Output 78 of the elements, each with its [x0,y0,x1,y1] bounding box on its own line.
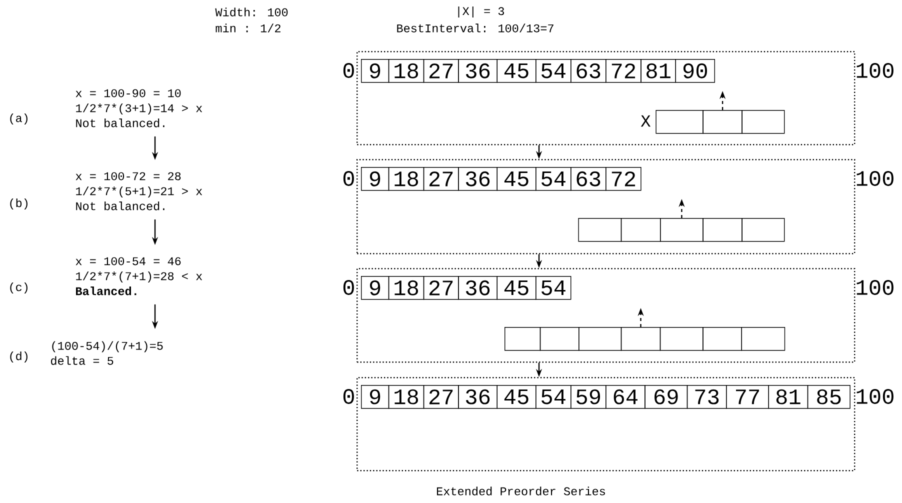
empty-cell [620,327,661,351]
number-cell: 77 [726,385,769,409]
empty-cell [578,327,622,351]
dotted-frame [356,51,856,146]
number-cell: 9 [361,167,390,191]
empty-cell [504,327,541,351]
dotted-frame [356,268,856,363]
number-cell: 63 [570,59,606,83]
scale-label: 100 [856,63,894,78]
scale-label: 0 [343,171,354,186]
number-cell: 64 [606,385,646,409]
number-cell: 9 [361,59,390,83]
scale-label: 100 [856,389,894,404]
header-text: BestInterval: 100/13=7 [397,24,554,32]
number-cell: 27 [423,167,459,191]
dotted-frame [356,159,856,254]
empty-cell [660,327,704,351]
empty-cell [540,327,580,351]
step-text: x = 100-54 = 46 1/2*7*(7+1)=28 < x Balanced. [76,257,202,296]
number-cell: 27 [423,59,459,83]
number-cell: 72 [606,167,642,191]
empty-cell [742,110,785,134]
step-text: x = 100-72 = 28 1/2*7*(5+1)=21 > x Not balanced. [76,172,202,210]
number-cell: 54 [536,59,572,83]
header-text: min : 1/2 [216,24,280,32]
empty-cell [702,218,742,242]
number-cell: 81 [640,59,676,83]
number-cell: 45 [496,385,536,409]
number-cell: 45 [496,276,536,300]
number-cell: 81 [768,385,808,409]
step-text: (100-54)/(7+1)=5 delta = 5 [51,341,163,365]
empty-cell [702,327,742,351]
header-text: |X| = 3 [458,6,504,18]
number-cell: 9 [361,276,390,300]
number-cell: 63 [570,167,606,191]
number-cell: 73 [686,385,727,409]
number-cell: 36 [458,59,498,83]
number-cell: 18 [388,276,424,300]
number-cell: 45 [496,167,536,191]
number-cell: 36 [458,385,498,409]
number-cell: 27 [423,276,459,300]
header-text: Width: 100 [215,8,288,16]
number-cell: 18 [388,385,424,409]
scale-label: 100 [856,280,894,295]
number-cell: 59 [570,385,606,409]
number-cell: 54 [536,385,572,409]
number-cell: 90 [675,59,715,83]
scale-label: 0 [343,280,354,295]
empty-cell [742,218,785,242]
number-cell: 9 [361,385,390,409]
number-cell: 18 [388,167,424,191]
number-cell: 54 [536,276,572,300]
step-label: (c) [10,282,28,294]
empty-cell [702,110,742,134]
number-cell: 18 [388,59,424,83]
number-cell: 69 [644,385,688,409]
caption: Extended Preorder Series [436,486,605,496]
step-label: (a) [10,114,28,124]
empty-cell [620,218,661,242]
scale-label: 0 [343,63,354,78]
number-cell: 36 [458,276,498,300]
number-cell: 45 [496,59,536,83]
number-cell: 27 [423,385,459,409]
scale-label: 100 [856,171,894,186]
empty-cell [656,110,704,134]
number-cell: 54 [536,167,572,191]
number-cell: 72 [606,59,642,83]
number-cell: 36 [458,167,498,191]
empty-cell [660,218,704,242]
step-text: x = 100-90 = 10 1/2*7*(3+1)=14 > x Not balanced. [76,89,202,128]
dotted-frame [356,377,856,472]
empty-cell [578,218,622,242]
step-label: (b) [10,198,28,210]
scale-label: 0 [343,389,354,404]
number-cell: 85 [807,385,850,409]
array-label: X [640,115,650,127]
step-label: (d) [10,352,28,362]
empty-cell [741,327,786,351]
